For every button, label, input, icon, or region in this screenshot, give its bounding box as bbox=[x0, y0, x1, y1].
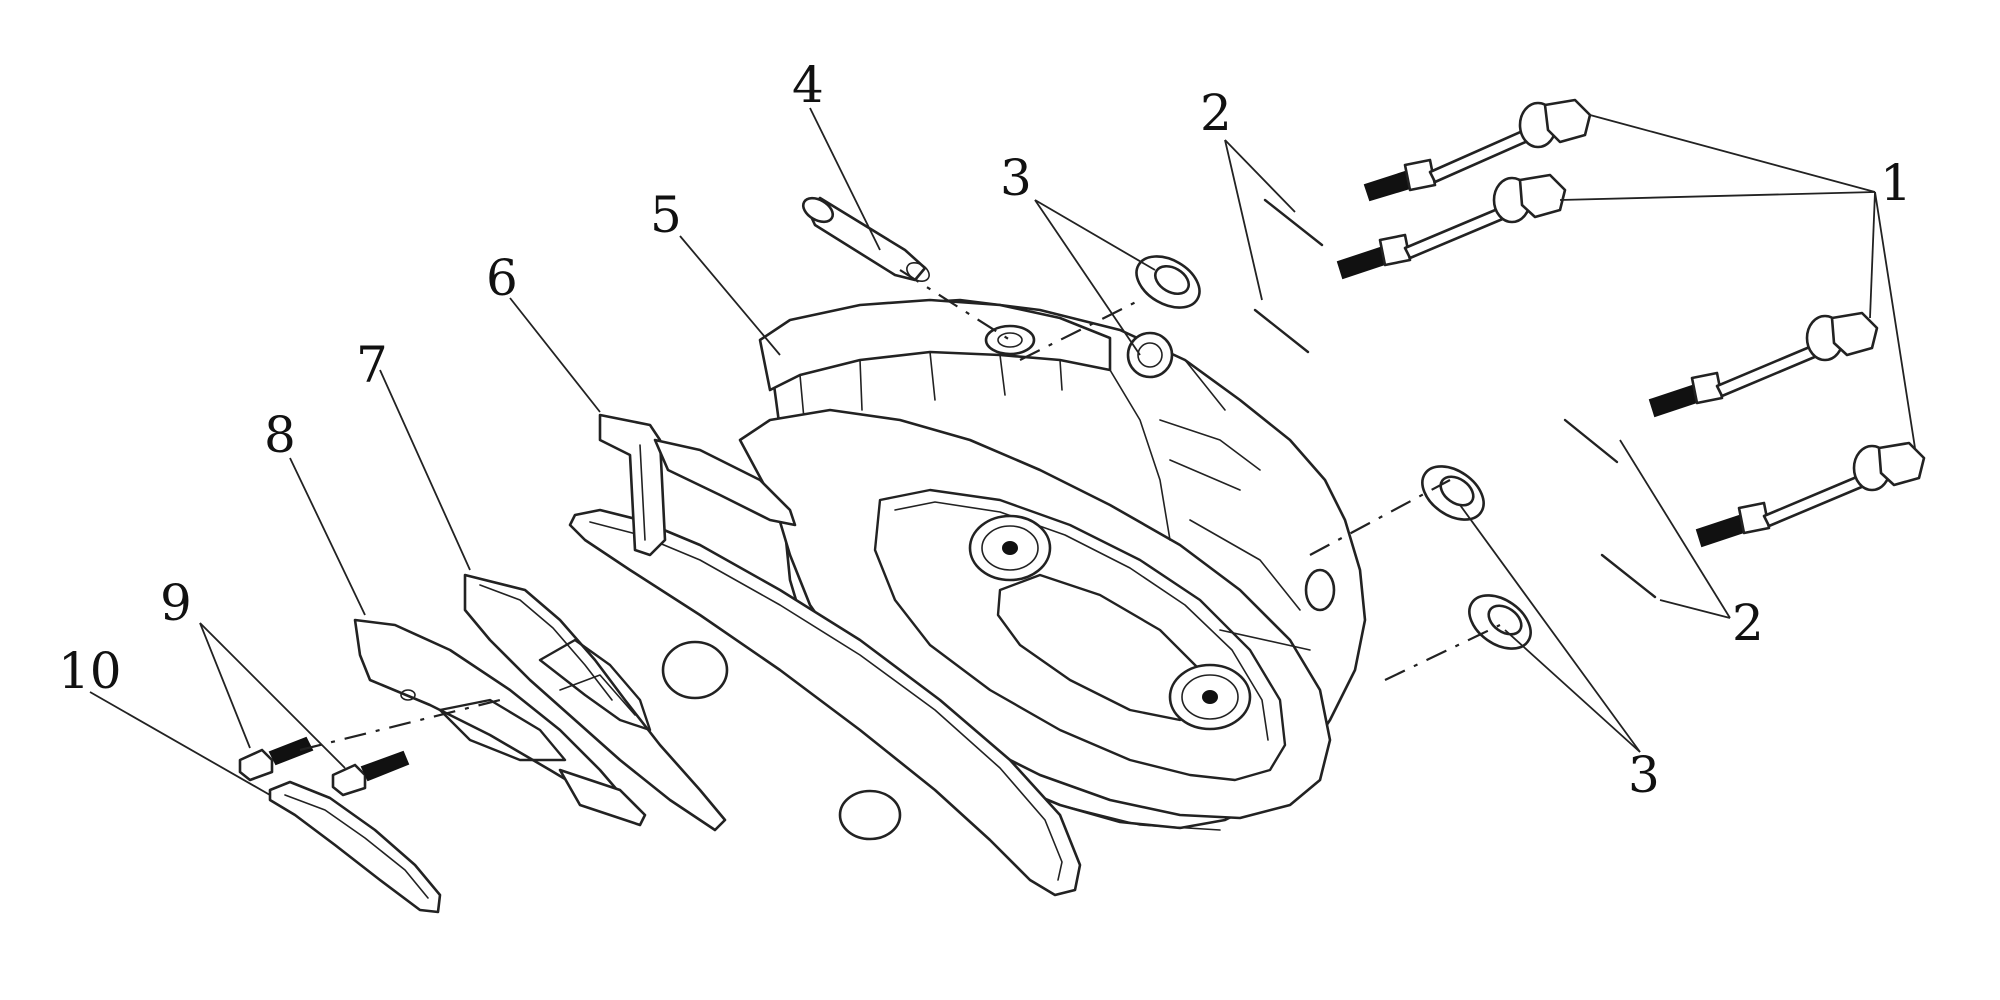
callout-labels: 1 2 2 3 3 4 5 6 7 8 9 10 bbox=[58, 56, 1912, 804]
mount-hole-upper bbox=[968, 514, 1052, 582]
callout-1: 1 bbox=[1880, 154, 1912, 212]
thin-washer-set bbox=[1253, 198, 1657, 599]
callout-6: 6 bbox=[486, 249, 518, 307]
gasket-seal-frame bbox=[568, 413, 1082, 897]
mount-hole-lower bbox=[1168, 663, 1252, 731]
bolt-small-right bbox=[331, 750, 410, 797]
callout-7: 7 bbox=[356, 336, 388, 394]
tube bbox=[801, 196, 930, 282]
rubber-washer-top bbox=[1135, 255, 1201, 309]
callout-10: 10 bbox=[58, 642, 122, 700]
callout-9: 9 bbox=[160, 574, 192, 632]
plate bbox=[463, 573, 727, 832]
seal-ring bbox=[268, 780, 442, 914]
callout-2-top: 2 bbox=[1200, 84, 1232, 142]
callout-5: 5 bbox=[650, 186, 682, 244]
callout-4: 4 bbox=[792, 56, 824, 114]
long-bolt-4 bbox=[1695, 441, 1926, 548]
rubber-washer-right-2 bbox=[1468, 594, 1532, 650]
rubber-washer-right-1 bbox=[1421, 465, 1485, 521]
assembly-axis-lines bbox=[299, 269, 1501, 752]
long-bolt-1 bbox=[1363, 98, 1592, 202]
leader-lines bbox=[89, 107, 1916, 796]
long-bolt-2 bbox=[1336, 173, 1567, 280]
main-cover-housing bbox=[661, 298, 1367, 841]
callout-2-right: 2 bbox=[1732, 594, 1764, 652]
long-bolt-3 bbox=[1648, 311, 1879, 418]
callout-3-bottom: 3 bbox=[1628, 746, 1660, 804]
shield bbox=[353, 618, 647, 827]
callout-8: 8 bbox=[264, 406, 296, 464]
callout-3-top: 3 bbox=[1000, 149, 1032, 207]
bolt-small-left bbox=[238, 736, 314, 782]
